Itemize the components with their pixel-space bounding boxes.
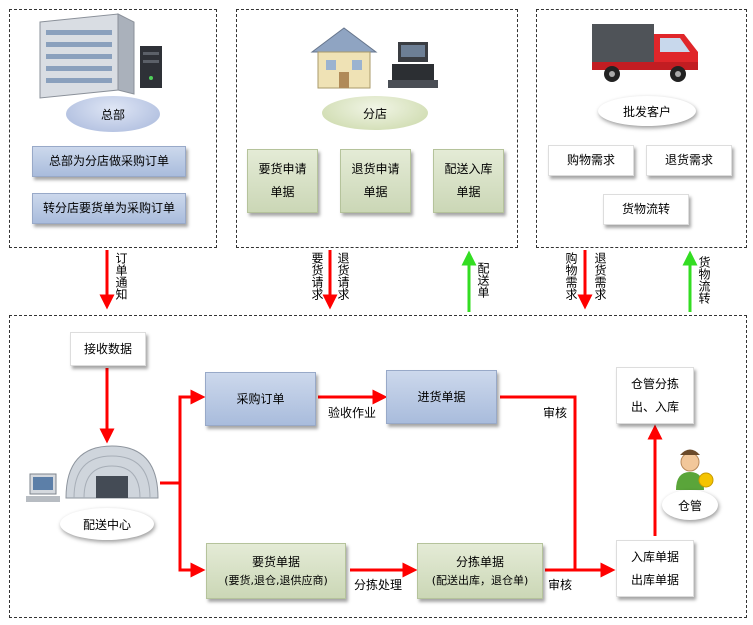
receive-data-box[interactable]: 接收数据 — [70, 332, 146, 366]
sort-doc-box[interactable]: 分拣单据 (配送出库，退仓单) — [417, 543, 543, 599]
purchase-order-box[interactable]: 采购订单 — [205, 372, 316, 426]
branch-item-line1: 要货申请 — [258, 162, 307, 177]
wholesale-item-label: 退货需求 — [664, 153, 713, 168]
purchase-order-label: 采购订单 — [236, 391, 285, 406]
label-goods-flow: 货物流转 — [697, 256, 711, 304]
wholesale-item-goods-flow[interactable]: 货物流转 — [603, 194, 689, 225]
hq-item-convert-order[interactable]: 转分店要货单为采购订单 — [32, 193, 186, 224]
label-return-request: 退货请求 — [336, 252, 350, 300]
distribution-panel — [9, 315, 747, 618]
wholesale-label: 批发客户 — [622, 104, 671, 119]
hq-item-label: 转分店要货单为采购订单 — [42, 201, 175, 216]
label-return-demand: 退货需求 — [593, 252, 607, 300]
hq-item-label: 总部为分店做采购订单 — [48, 154, 169, 169]
branch-item-line2: 单据 — [363, 185, 388, 199]
label-request: 要货请求 — [310, 252, 324, 300]
audit-label-upper: 审核 — [543, 406, 568, 420]
label-purchase-demand: 购物需求 — [564, 252, 578, 300]
dc-node: 配送中心 — [60, 508, 154, 540]
dc-label: 配送中心 — [82, 517, 131, 532]
branch-item-line1: 退货申请 — [351, 162, 400, 177]
stock-in-doc-label: 进货单据 — [417, 389, 466, 404]
sort-doc-line2: (配送出库，退仓单) — [431, 573, 529, 587]
wholesale-item-purchase-demand[interactable]: 购物需求 — [548, 145, 634, 176]
keeper-node: 仓管 — [662, 490, 718, 520]
branch-label: 分店 — [362, 106, 387, 121]
branch-item-delivery[interactable]: 配送入库 单据 — [433, 149, 504, 213]
warehouse-sort-line2: 出、入库 — [630, 399, 679, 414]
wholesale-item-label: 购物需求 — [566, 153, 615, 168]
audit-label-lower: 审核 — [548, 578, 573, 592]
label-order-notice: 订单通知 — [114, 252, 128, 300]
receive-data-label: 接收数据 — [83, 341, 132, 356]
branch-item-return[interactable]: 退货申请 单据 — [340, 149, 411, 213]
requisition-line2: (要货,退仓,退供应商) — [224, 573, 328, 587]
wholesale-item-return-demand[interactable]: 退货需求 — [646, 145, 732, 176]
wholesale-item-label: 货物流转 — [621, 202, 670, 217]
branch-panel — [236, 9, 518, 248]
requisition-doc-box[interactable]: 要货单据 (要货,退仓,退供应商) — [206, 543, 346, 599]
sort-doc-line1: 分拣单据 — [455, 554, 504, 569]
stock-in-doc-box[interactable]: 进货单据 — [386, 370, 497, 424]
branch-node: 分店 — [322, 96, 428, 130]
hq-label: 总部 — [100, 107, 125, 122]
keeper-label: 仓管 — [677, 498, 702, 513]
hq-item-purchase-order[interactable]: 总部为分店做采购订单 — [32, 146, 186, 177]
requisition-line1: 要货单据 — [251, 554, 300, 569]
warehouse-sort-line1: 仓管分拣 — [630, 376, 679, 391]
branch-item-line2: 单据 — [456, 185, 481, 199]
io-doc-line2: 出库单据 — [630, 572, 679, 587]
label-delivery-doc: 配送单 — [476, 262, 490, 298]
inspection-label: 验收作业 — [328, 406, 377, 420]
warehouse-sort-box[interactable]: 仓管分拣 出、入库 — [616, 367, 694, 424]
branch-item-request[interactable]: 要货申请 单据 — [247, 149, 318, 213]
branch-item-line1: 配送入库 — [444, 162, 493, 177]
sorting-label: 分拣处理 — [354, 578, 403, 592]
hq-panel — [9, 9, 217, 248]
branch-item-line2: 单据 — [270, 185, 295, 199]
io-doc-box[interactable]: 入库单据 出库单据 — [616, 540, 694, 597]
hq-node: 总部 — [66, 96, 160, 132]
io-doc-line1: 入库单据 — [630, 549, 679, 564]
wholesale-node: 批发客户 — [598, 96, 696, 126]
wholesale-panel — [536, 9, 747, 248]
